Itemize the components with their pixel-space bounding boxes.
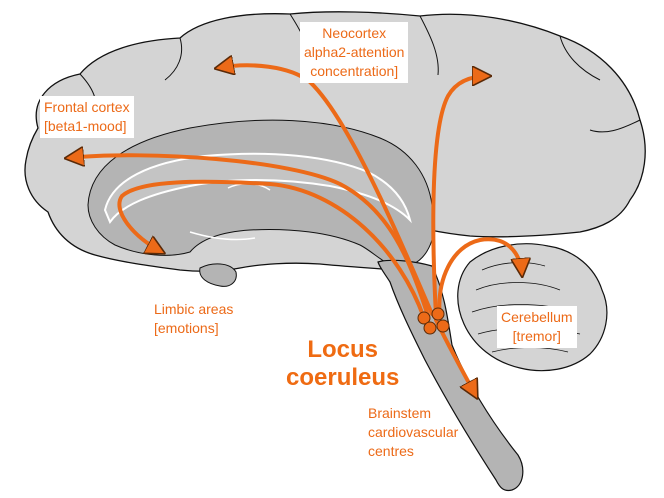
label-neocortex: Neocortex alpha2-attention concentration… — [300, 22, 409, 83]
label-neocortex-line2: alpha2-attention — [304, 44, 405, 60]
label-frontal-cortex: Frontal cortex [beta1-mood] — [40, 96, 134, 138]
label-neocortex-line3: concentration] — [310, 63, 399, 79]
label-locus-coeruleus: Locus coeruleus — [286, 336, 399, 392]
label-brainstem-line2: cardiovascular — [368, 424, 459, 440]
arrow-cerebellum — [437, 237, 522, 320]
arrow-limbic — [117, 179, 426, 320]
label-locus-line1: Locus — [307, 336, 379, 363]
label-limbic-line2: [emotions] — [154, 320, 219, 336]
label-locus-line2: coeruleus — [286, 364, 400, 391]
label-cerebellum-line2: [tremor] — [512, 328, 561, 344]
label-neocortex-line1: Neocortex — [322, 25, 387, 41]
label-brainstem: Brainstem cardiovascular centres — [368, 404, 458, 461]
label-cerebellum-line1: Cerebellum — [501, 309, 573, 325]
locus-coeruleus-nuclei — [417, 307, 450, 335]
corpus-callosum — [103, 152, 412, 225]
label-frontal-line1: Frontal cortex — [44, 99, 130, 115]
label-limbic-areas: Limbic areas [emotions] — [154, 300, 233, 338]
brainstem-shape — [377, 259, 524, 492]
label-frontal-line2: [beta1-mood] — [44, 118, 127, 134]
arrow-neocortex-right — [431, 76, 488, 318]
label-brainstem-line1: Brainstem — [368, 405, 432, 421]
label-cerebellum: Cerebellum [tremor] — [497, 306, 577, 348]
label-limbic-line1: Limbic areas — [154, 301, 234, 317]
projection-arrows — [68, 65, 522, 396]
label-brainstem-line3: centres — [368, 443, 414, 459]
arrow-frontal — [68, 155, 430, 318]
